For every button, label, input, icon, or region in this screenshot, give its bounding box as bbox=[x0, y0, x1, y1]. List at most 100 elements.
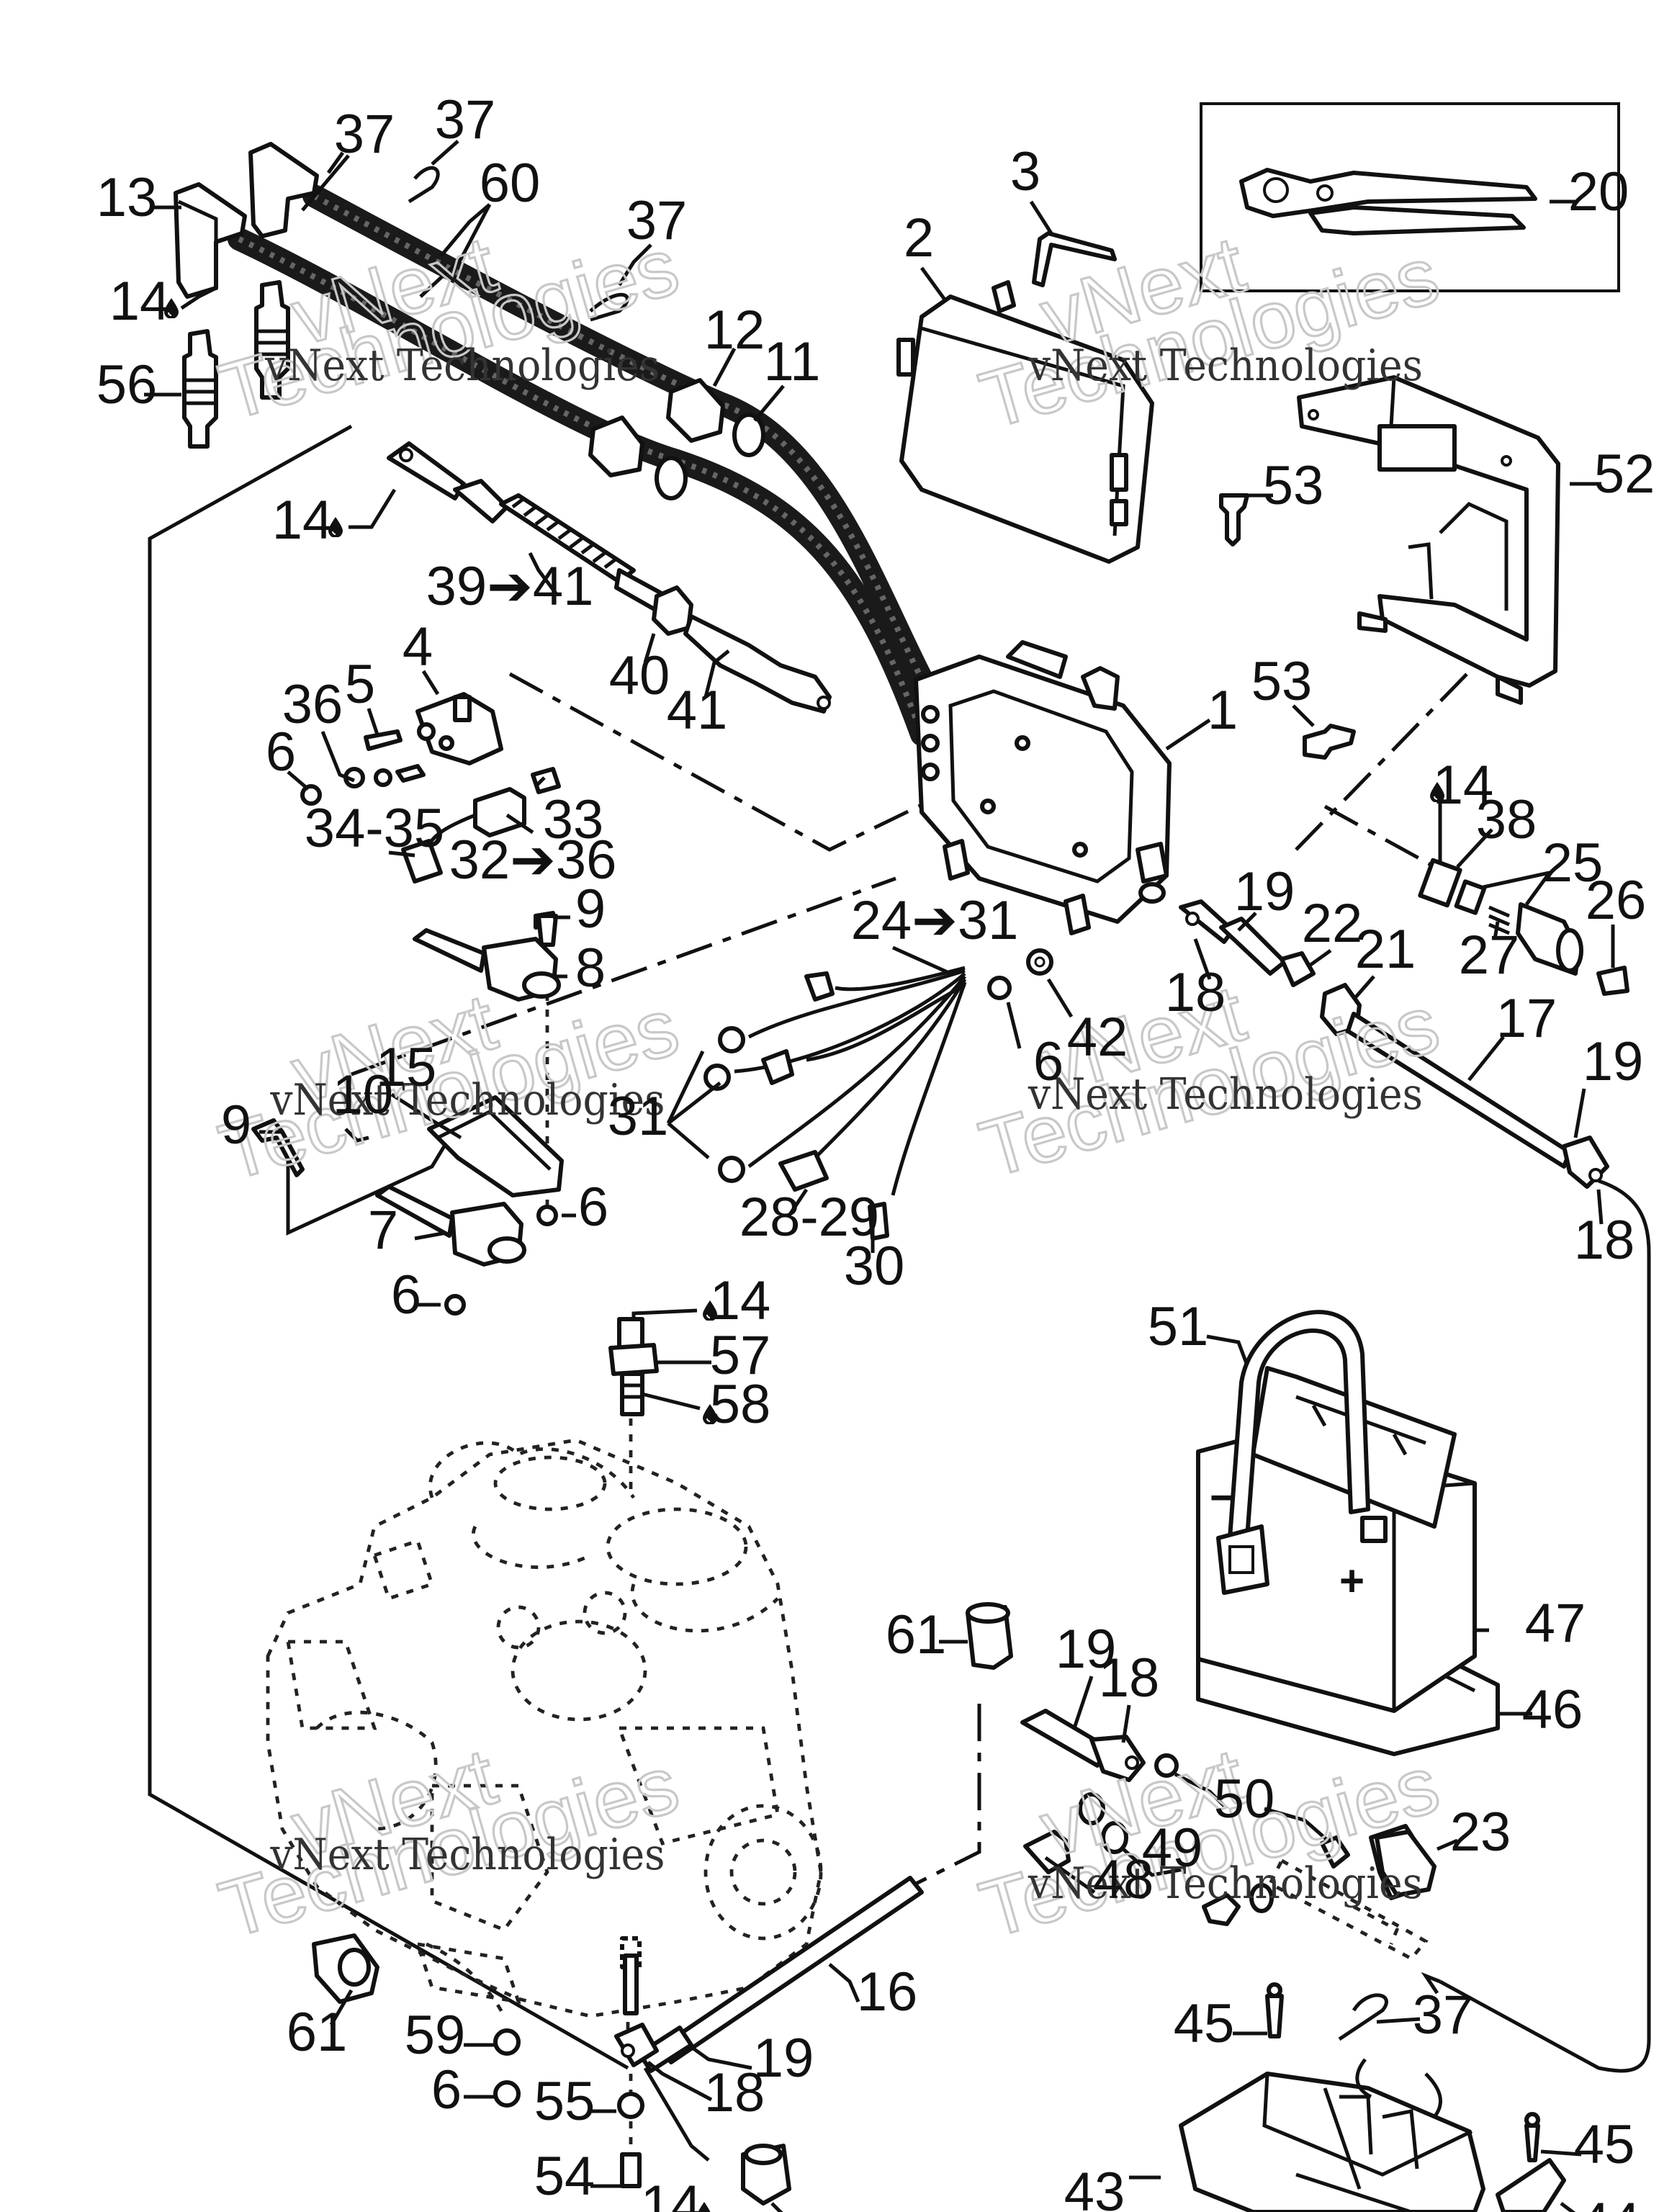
assembly-lines bbox=[148, 424, 1651, 2160]
callout-label: 13 bbox=[96, 167, 158, 228]
callout-label: 14 bbox=[641, 2175, 702, 2212]
push-rivet-upper bbox=[1219, 493, 1249, 547]
callout-label: 61 bbox=[886, 1604, 947, 1665]
engine bbox=[266, 1438, 823, 2018]
solenoid-relay bbox=[364, 692, 503, 783]
callout-label: 52 bbox=[1594, 444, 1655, 505]
fuse-holder bbox=[401, 767, 561, 884]
bolts-nuts bbox=[251, 914, 558, 1316]
callout-label: 15 bbox=[376, 1037, 437, 1098]
callout-label: 5 bbox=[345, 654, 375, 715]
coil-bracket bbox=[427, 1095, 564, 1197]
callout-label: 6 bbox=[391, 1264, 421, 1326]
callout-label: 32➔36 bbox=[449, 830, 617, 891]
callout-label: 6 bbox=[266, 721, 296, 783]
callout-label: 14 bbox=[109, 271, 171, 332]
watermark-text: vNext Technologies bbox=[1028, 1858, 1423, 1909]
callout-label: 44 bbox=[1580, 2192, 1641, 2212]
callout-label: 21 bbox=[1355, 919, 1416, 980]
callout-label: 59 bbox=[405, 2005, 466, 2066]
callout-label: 19 bbox=[1234, 861, 1295, 922]
callout-label: 26 bbox=[1586, 870, 1647, 931]
callout-label: 14 bbox=[272, 490, 333, 551]
spark-plug-cap-left bbox=[174, 182, 247, 299]
crimp-tool bbox=[1239, 168, 1537, 235]
drop-icons bbox=[164, 298, 1444, 2212]
callout-label: 30 bbox=[844, 1236, 905, 1297]
callout-label: 55 bbox=[534, 2071, 595, 2132]
callout-label: 1 bbox=[1208, 680, 1238, 741]
watermark-text: vNext Technologies bbox=[1028, 1069, 1423, 1120]
callout-label: 47 bbox=[1525, 1593, 1586, 1654]
callout-label: 37 bbox=[334, 104, 395, 165]
spark-plugs bbox=[182, 280, 290, 449]
temperature-sensor bbox=[608, 1317, 659, 1416]
callout-label: 11 bbox=[764, 331, 821, 392]
callout-label: 6 bbox=[431, 2059, 462, 2121]
callout-label: 45 bbox=[1574, 2114, 1635, 2175]
battery-positive-symbol: + bbox=[1339, 1557, 1364, 1605]
callout-label: 38 bbox=[1476, 789, 1537, 850]
callout-label: 10 bbox=[333, 1064, 394, 1125]
callout-label: 37 bbox=[435, 89, 496, 150]
callout-label: 16 bbox=[857, 1961, 918, 2023]
watermark-text: vNext Technologies bbox=[264, 340, 660, 391]
callout-label: 19 bbox=[1056, 1619, 1117, 1680]
small-hardware bbox=[300, 767, 392, 806]
callout-label: 45 bbox=[1174, 1993, 1235, 2054]
callout-label: 6 bbox=[578, 1177, 608, 1238]
callout-label: 6 bbox=[1033, 1031, 1064, 1092]
cable-nuts bbox=[588, 378, 765, 500]
callout-label: 18 bbox=[1165, 962, 1226, 1023]
callout-label: 22 bbox=[1302, 893, 1363, 954]
callout-label: 53 bbox=[1263, 455, 1324, 516]
cdi-cover bbox=[896, 280, 1154, 564]
ignition-coil-lower bbox=[375, 1184, 526, 1267]
callout-label: 49 bbox=[1142, 1817, 1203, 1879]
watermark-text: vNext Technologies bbox=[269, 1829, 665, 1880]
push-rivet-lower bbox=[1303, 724, 1356, 760]
callout-label: 37 bbox=[626, 190, 688, 251]
callout-label: 53 bbox=[1251, 651, 1313, 712]
callout-label: 61 bbox=[770, 2206, 832, 2212]
crimp-tool-box bbox=[1200, 102, 1620, 292]
battery-negative-symbol: − bbox=[1210, 1473, 1235, 1521]
callout-labels: 1 2 3 4 5 6 6 6 6 6 7 8 9 9 10 11 12 13 … bbox=[96, 89, 1655, 2212]
spark-plug-cap-right bbox=[248, 142, 319, 238]
tie-wraps bbox=[408, 166, 629, 322]
callout-label: 7 bbox=[368, 1200, 398, 1261]
callout-label: 17 bbox=[1496, 988, 1557, 1049]
callout-label: 42 bbox=[1067, 1007, 1128, 1068]
starter-cable bbox=[387, 441, 832, 714]
callout-label: 19 bbox=[1583, 1031, 1644, 1092]
callout-label: 3 bbox=[1010, 141, 1040, 202]
washers-42 bbox=[987, 948, 1053, 1000]
callout-label: 39➔41 bbox=[426, 556, 594, 617]
callout-label: 34-35 bbox=[305, 798, 444, 859]
callout-label: 20 bbox=[1568, 161, 1629, 222]
ground-hardware bbox=[415, 1941, 644, 2188]
callout-label: 57 bbox=[710, 1325, 771, 1386]
battery-cable-positive bbox=[1179, 899, 1609, 1189]
callout-label: 12 bbox=[704, 300, 765, 361]
connector-assembly bbox=[1418, 858, 1629, 996]
callout-label: 14 bbox=[1433, 755, 1494, 816]
ground-cable bbox=[614, 1876, 924, 2073]
callout-label: 27 bbox=[1459, 925, 1520, 986]
callout-label: 60 bbox=[480, 153, 541, 214]
callout-label: 24➔31 bbox=[851, 890, 1019, 951]
callout-label: 14 bbox=[710, 1270, 771, 1331]
mounting-bracket bbox=[1297, 375, 1560, 705]
callout-label: 33 bbox=[543, 789, 604, 850]
callout-label: 19 bbox=[753, 2028, 814, 2089]
callout-label: 37 bbox=[1413, 1984, 1474, 2046]
battery-strap bbox=[1216, 1310, 1370, 1595]
callout-label: 18 bbox=[1099, 1647, 1160, 1709]
callout-label: 48 bbox=[1093, 1849, 1154, 1910]
callout-label: 4 bbox=[403, 616, 433, 678]
callout-label: 40 bbox=[609, 645, 670, 706]
callout-label: 8 bbox=[575, 938, 606, 999]
watermarks: Technologies vNext vNext Technologies Te… bbox=[210, 217, 1449, 1956]
callout-label: 9 bbox=[575, 878, 606, 940]
callout-label: 58 bbox=[710, 1374, 771, 1435]
